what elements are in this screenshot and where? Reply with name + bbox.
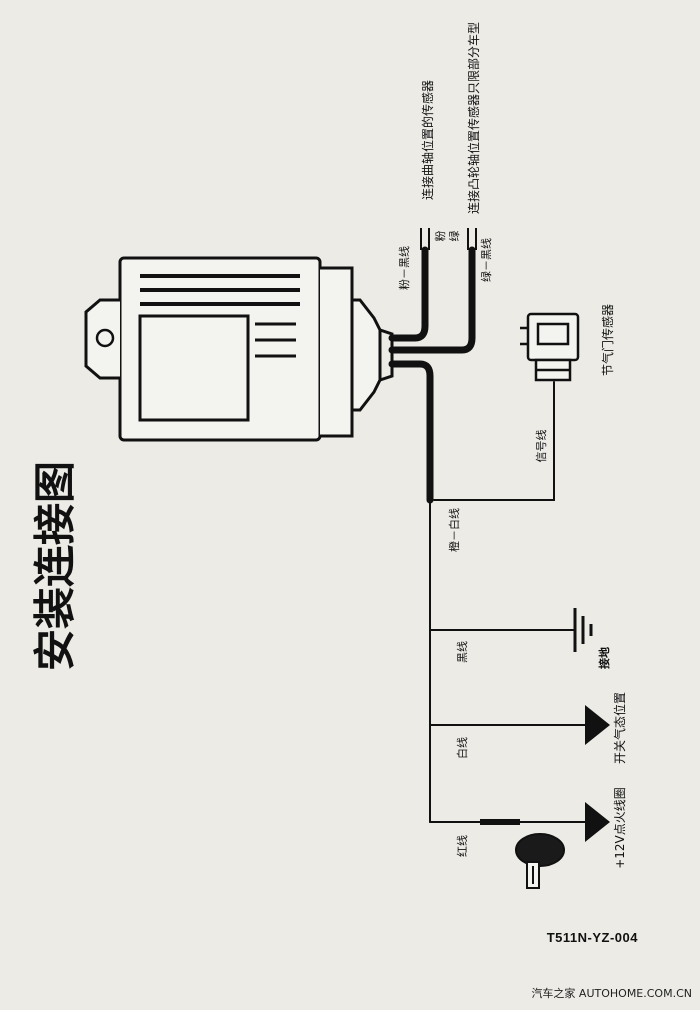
document-code: T511N-YZ-004 (546, 930, 638, 945)
cam-sensor-label: 连接凸轮轴位置传感器只限部分车型 (466, 22, 481, 214)
throttle-sensor (520, 312, 580, 382)
watermark: 汽车之家 AUTOHOME.COM.CN (531, 987, 692, 1000)
red-wire-label: 红线 (455, 835, 469, 857)
orange-white-wire-label: 橙－白线 (447, 508, 461, 552)
ignition-coil-label: +12V点火线圈 (613, 787, 627, 869)
diagram-title: 安装连接图 (31, 461, 80, 671)
idle-position-label: 开关气态位置 (612, 692, 627, 764)
signal-wire-label: 信号线 (534, 430, 548, 463)
idle-switch-arrow-icon (585, 705, 610, 745)
white-wire-label: 白线 (455, 737, 469, 759)
crank-wire-end (420, 228, 430, 250)
throttle-sensor-label: 节气门传感器 (600, 304, 615, 376)
pink-wire-label: 粉 (434, 231, 447, 242)
black-wire-label: 黑线 (455, 641, 469, 663)
green-black-wire-label: 绿－黑线 (479, 238, 493, 282)
cam-wire-end (467, 228, 477, 250)
ignition-arrow-icon (585, 802, 610, 842)
crank-sensor-label: 连接曲轴位置的传感器 (420, 80, 435, 200)
connector-plug-icon (480, 819, 565, 889)
ground-icon (573, 608, 593, 652)
pink-black-wire-label: 粉－黑线 (397, 246, 411, 290)
green-wire-label: 绿 (447, 231, 461, 242)
control-module (84, 256, 394, 442)
wire-harness (388, 246, 586, 823)
ground-label: 接地 (597, 647, 611, 669)
